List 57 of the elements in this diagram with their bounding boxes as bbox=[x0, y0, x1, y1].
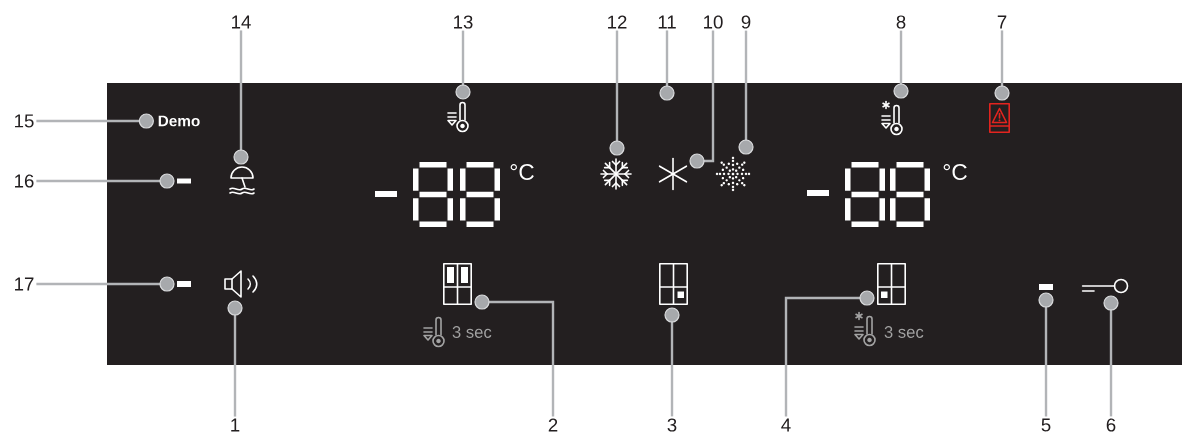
leader-line bbox=[664, 307, 680, 417]
callout-number: 17 bbox=[15, 277, 34, 291]
callout-number: 1 bbox=[231, 418, 240, 432]
leader-line bbox=[659, 30, 675, 101]
callout-number: 6 bbox=[1106, 418, 1116, 432]
leader-line bbox=[738, 30, 754, 155]
leader-line bbox=[1038, 292, 1054, 417]
display-panel bbox=[107, 83, 1182, 365]
callout-number: 15 bbox=[15, 114, 34, 128]
leader-line bbox=[893, 30, 909, 99]
speaker-icon bbox=[224, 270, 258, 298]
leader-line bbox=[455, 30, 471, 100]
fridge-icon bbox=[877, 263, 906, 305]
callout-number: 3 bbox=[667, 418, 677, 432]
leader-line bbox=[233, 30, 249, 165]
leader-line bbox=[227, 300, 243, 417]
callout-number: 5 bbox=[1041, 418, 1051, 432]
callout-number: 13 bbox=[454, 15, 473, 29]
leader-line bbox=[36, 173, 175, 189]
indicator-bar bbox=[1039, 284, 1053, 290]
mode-label: Demo bbox=[158, 115, 200, 127]
leader-line bbox=[1103, 295, 1119, 417]
thermometer-snowflake-icon bbox=[854, 311, 876, 347]
callout-number: 10 bbox=[704, 15, 723, 29]
indicator-bar bbox=[177, 281, 191, 287]
callout-number: 9 bbox=[741, 15, 751, 29]
leader-line bbox=[36, 276, 175, 292]
dotted-snowflake-icon bbox=[715, 156, 751, 192]
callout-number: 11 bbox=[658, 15, 676, 29]
unit-label: °C bbox=[510, 164, 534, 181]
callout-number: 2 bbox=[548, 418, 558, 432]
callout-number: 8 bbox=[896, 15, 906, 29]
callout-number: 16 bbox=[15, 174, 34, 188]
leader-line bbox=[36, 113, 154, 129]
duration-label: 3 sec bbox=[452, 326, 492, 338]
leader-line bbox=[609, 30, 625, 156]
callout-number: 7 bbox=[997, 15, 1007, 29]
thermometer-icon bbox=[423, 316, 445, 348]
snowflake-icon bbox=[600, 158, 632, 190]
indicator-bar bbox=[177, 178, 191, 184]
fridge-icon bbox=[659, 263, 688, 305]
duration-label: 3 sec bbox=[884, 326, 924, 338]
leader-line bbox=[689, 30, 715, 169]
unit-label: °C bbox=[943, 164, 967, 181]
thermometer-snowflake-icon bbox=[881, 100, 903, 136]
leader-line bbox=[784, 290, 875, 417]
leader-line bbox=[474, 294, 555, 417]
umbrella-icon bbox=[229, 166, 255, 195]
callout-number: 12 bbox=[608, 15, 627, 29]
warning-icon bbox=[989, 103, 1010, 133]
key-icon bbox=[1081, 278, 1129, 294]
callout-number: 14 bbox=[232, 15, 251, 29]
fridge-icon bbox=[443, 263, 472, 305]
callout-number: 4 bbox=[781, 418, 791, 432]
asterisk-icon bbox=[658, 157, 688, 191]
leader-line bbox=[994, 30, 1010, 101]
thermometer-icon bbox=[447, 101, 469, 133]
